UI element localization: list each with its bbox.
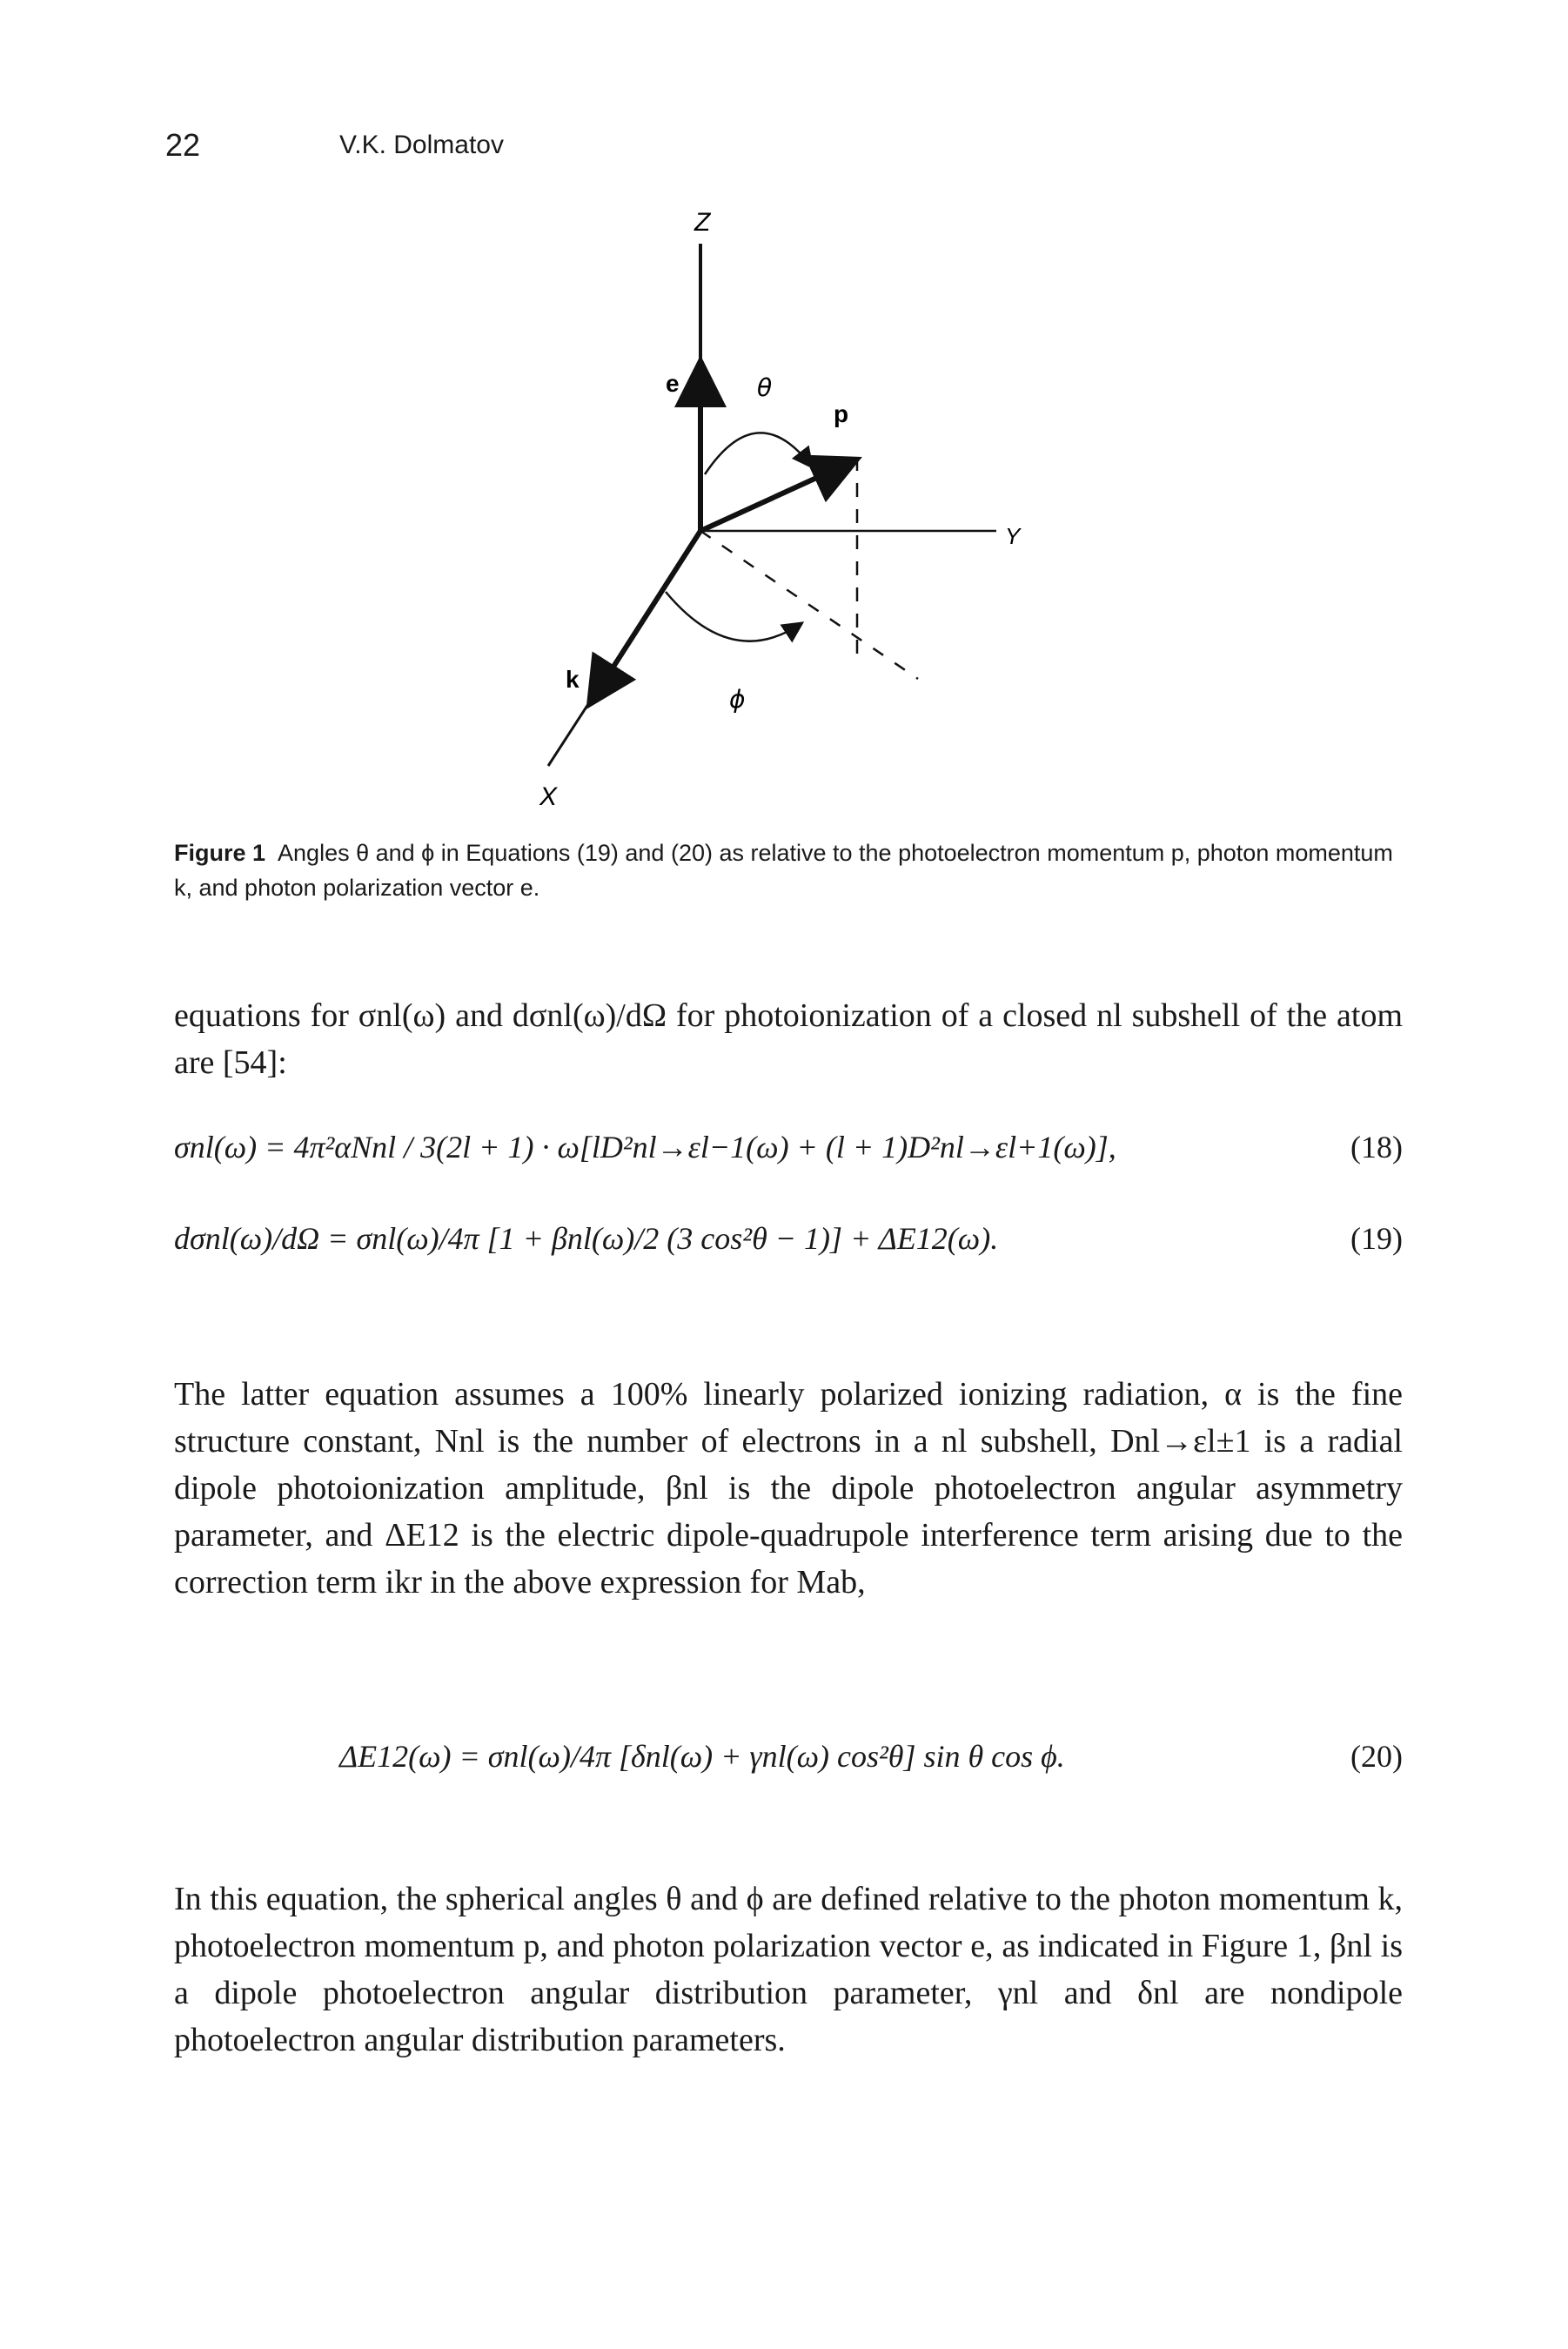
angles-diagram-svg: Z Y X e p k θ ϕ bbox=[539, 208, 1022, 811]
p-vector-label: p bbox=[834, 400, 848, 427]
paragraph-explanation: The latter equation assumes a 100% linea… bbox=[174, 1376, 1403, 1601]
figure-caption-text: Angles θ and ϕ in Equations (19) and (20… bbox=[174, 840, 1393, 901]
running-head-author: V.K. Dolmatov bbox=[339, 131, 504, 159]
equation-20-expression: ΔE12(ω) = σnl(ω)/4π [δnl(ω) + γnl(ω) cos… bbox=[339, 1739, 1065, 1774]
x-axis-label: X bbox=[539, 782, 558, 811]
theta-label: θ bbox=[757, 373, 772, 402]
page-header: 22 V.K. Dolmatov bbox=[165, 127, 1403, 171]
z-axis-label: Z bbox=[694, 208, 712, 237]
equation-19-number: (19) bbox=[1350, 1221, 1403, 1256]
paragraph-angles-definition: In this equation, the spherical angles θ… bbox=[174, 1881, 1403, 2058]
equation-18: σnl(ω) = 4π²αNnl / 3(2l + 1) · ω[lD²nl→ε… bbox=[174, 1110, 1403, 1185]
p-projection-dashed bbox=[700, 529, 919, 681]
equation-19-expression: dσnl(ω)/dΩ = σnl(ω)/4π [1 + βnl(ω)/2 (3 … bbox=[174, 1221, 999, 1256]
equation-18-expression: σnl(ω) = 4π²αNnl / 3(2l + 1) · ω[lD²nl→ε… bbox=[174, 1130, 1116, 1164]
equation-20: ΔE12(ω) = σnl(ω)/4π [δnl(ω) + γnl(ω) cos… bbox=[174, 1719, 1403, 1794]
equation-19: dσnl(ω)/dΩ = σnl(ω)/4π [1 + βnl(ω)/2 (3 … bbox=[174, 1201, 1403, 1276]
page-number: 22 bbox=[165, 127, 201, 163]
phi-label: ϕ bbox=[729, 685, 745, 714]
y-axis-label: Y bbox=[1005, 523, 1022, 549]
equation-18-number: (18) bbox=[1350, 1130, 1403, 1164]
theta-arc bbox=[703, 432, 814, 475]
k-vector-label: k bbox=[566, 666, 580, 693]
e-vector-label: e bbox=[666, 370, 680, 397]
figure-caption-label: Figure 1 bbox=[174, 840, 266, 866]
equation-20-number: (20) bbox=[1350, 1739, 1403, 1774]
phi-arc bbox=[665, 591, 805, 643]
figure-angles-diagram: Z Y X e p k θ ϕ bbox=[487, 196, 1096, 822]
paragraph-intro: equations for σnl(ω) and dσnl(ω)/dΩ for … bbox=[174, 997, 1403, 1081]
k-vector bbox=[586, 529, 703, 710]
p-vector bbox=[699, 454, 862, 534]
